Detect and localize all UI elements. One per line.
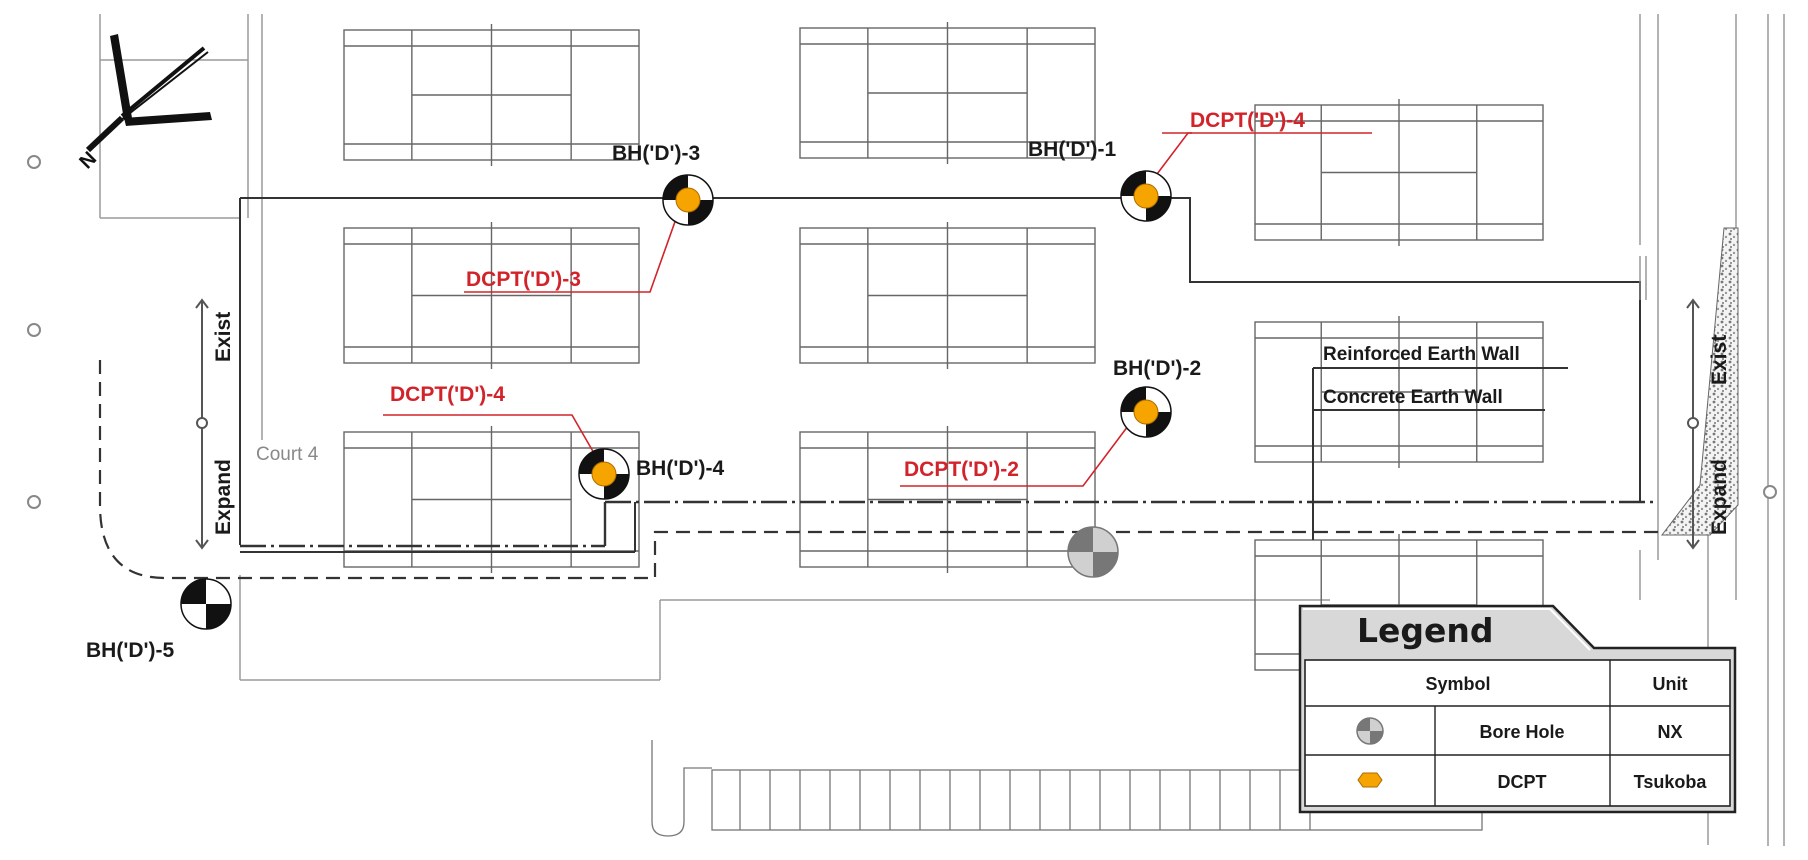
legend-borehole-icon [1356,717,1384,745]
bh-label-4: BH('D')-4 [636,457,724,480]
legend-dcpt-icon [1357,772,1383,788]
zone-expand-right: Expand [1708,459,1731,535]
dcpt-label-3: DCPT('D')-3 [466,268,581,291]
legend-row-borehole-name: Bore Hole [1479,722,1564,742]
zone-expand-left: Expand [212,459,235,535]
legend-title: Legend [1357,611,1494,650]
tennis-court [1254,99,1544,246]
expand-boundary-dashed [98,360,1670,580]
dcpt-label-4-top: DCPT('D')-4 [1190,109,1305,132]
zone-exist-right: Exist [1708,335,1731,385]
boring-symbols [180,170,1172,630]
borehole-symbol-bh5 [180,578,232,630]
bh-label-5: BH('D')-5 [86,639,174,662]
legend-row-dcpt-unit: Tsukoba [1634,772,1708,792]
tennis-courts [343,22,1544,676]
survey-markers [27,155,1777,509]
tennis-court [799,426,1096,573]
dcpt-leader-lines [383,132,1372,487]
borehole-symbol-existing [1067,526,1119,578]
zone-arrows-left [195,298,209,550]
dcpt-label-4-mid: DCPT('D')-4 [390,383,505,406]
borehole-symbol-bh2 [1120,386,1172,438]
tennis-court [343,24,640,166]
legend-row-borehole-unit: NX [1657,722,1682,742]
legend-header-unit: Unit [1653,674,1688,694]
bh-label-1: BH('D')-1 [1028,138,1116,161]
borehole-symbol-bh1 [1120,170,1172,222]
bh-label-3: BH('D')-3 [612,142,700,165]
tennis-court [343,426,640,573]
north-label: N [75,148,101,174]
borehole-symbol-bh3 [662,174,714,226]
tennis-court [1254,316,1544,468]
tennis-court [799,222,1096,369]
north-arrow: N [75,34,212,173]
legend-header-symbol: Symbol [1425,674,1490,694]
reinforced-earth-wall-label: Reinforced Earth Wall [1323,344,1520,365]
investigation-boundary [239,197,1641,553]
tennis-court [343,222,640,369]
court-4-label: Court 4 [256,444,319,465]
bh-label-2: BH('D')-2 [1113,357,1201,380]
concrete-earth-wall-label: Concrete Earth Wall [1323,387,1503,408]
right-fence [1639,256,1647,300]
zone-exist-left: Exist [212,312,235,362]
borehole-symbol-bh4 [578,448,630,500]
dcpt-label-2: DCPT('D')-2 [904,458,1019,481]
legend-row-dcpt-name: DCPT [1498,772,1547,792]
stone-wall-hatch [1660,227,1739,536]
wall-alignment-line [240,500,1655,548]
tennis-court [799,22,1096,164]
zone-arrows-right [1686,298,1700,550]
legend: Legend Symbol Unit Bore Hole NX DCPT Tsu… [1298,604,1737,814]
